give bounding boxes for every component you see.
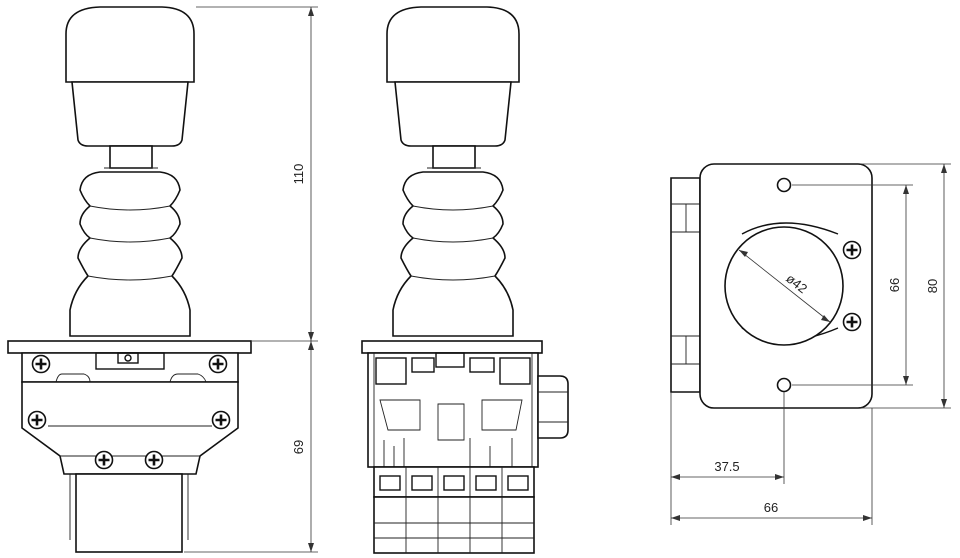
dimension-label-110: 110 — [291, 164, 306, 185]
dimension-66-vertical: 66 — [792, 184, 913, 386]
side-connector — [537, 375, 569, 439]
top-screw-icon — [842, 240, 862, 260]
top-side-connector — [670, 177, 701, 393]
front-screw-icon — [208, 354, 228, 374]
dimension-80: 80 — [860, 163, 951, 409]
top-view: ø42 — [670, 163, 873, 409]
side-view — [361, 6, 569, 554]
front-screw-icon — [144, 450, 164, 470]
dimension-label-66-vertical: 66 — [887, 278, 902, 292]
dimension-label-37-5: 37.5 — [714, 459, 739, 474]
front-bracket — [21, 381, 239, 475]
side-knob-cap — [386, 6, 520, 83]
top-hole-icon — [776, 377, 792, 393]
dimension-37-5: 37.5 — [670, 392, 785, 525]
side-bellows — [392, 171, 514, 337]
side-flange — [361, 340, 543, 354]
dimension-label-80: 80 — [925, 279, 940, 293]
dimension-69: 69 — [184, 341, 318, 553]
front-screw-icon — [27, 410, 47, 430]
dimension-label-66-horizontal: 66 — [764, 500, 778, 515]
side-body — [367, 352, 539, 468]
front-flange — [7, 340, 252, 354]
front-shaft — [109, 145, 153, 169]
front-screw-icon — [31, 354, 51, 374]
side-knob-grip — [394, 81, 512, 147]
front-lower-housing — [75, 473, 183, 553]
front-view — [7, 6, 252, 553]
dimension-110: 110 — [196, 6, 318, 342]
front-upper-body — [21, 352, 239, 383]
top-screw-icon — [842, 312, 862, 332]
dimension-66-horizontal: 66 — [671, 408, 873, 525]
side-shaft — [432, 145, 476, 169]
front-screw-icon — [211, 410, 231, 430]
front-knob-cap — [65, 6, 195, 83]
front-knob-grip — [71, 81, 189, 147]
front-bellows — [69, 171, 191, 337]
front-screw-icon — [94, 450, 114, 470]
side-terminals — [373, 466, 535, 554]
top-hole-icon — [776, 177, 792, 193]
dimension-label-69: 69 — [291, 440, 306, 454]
